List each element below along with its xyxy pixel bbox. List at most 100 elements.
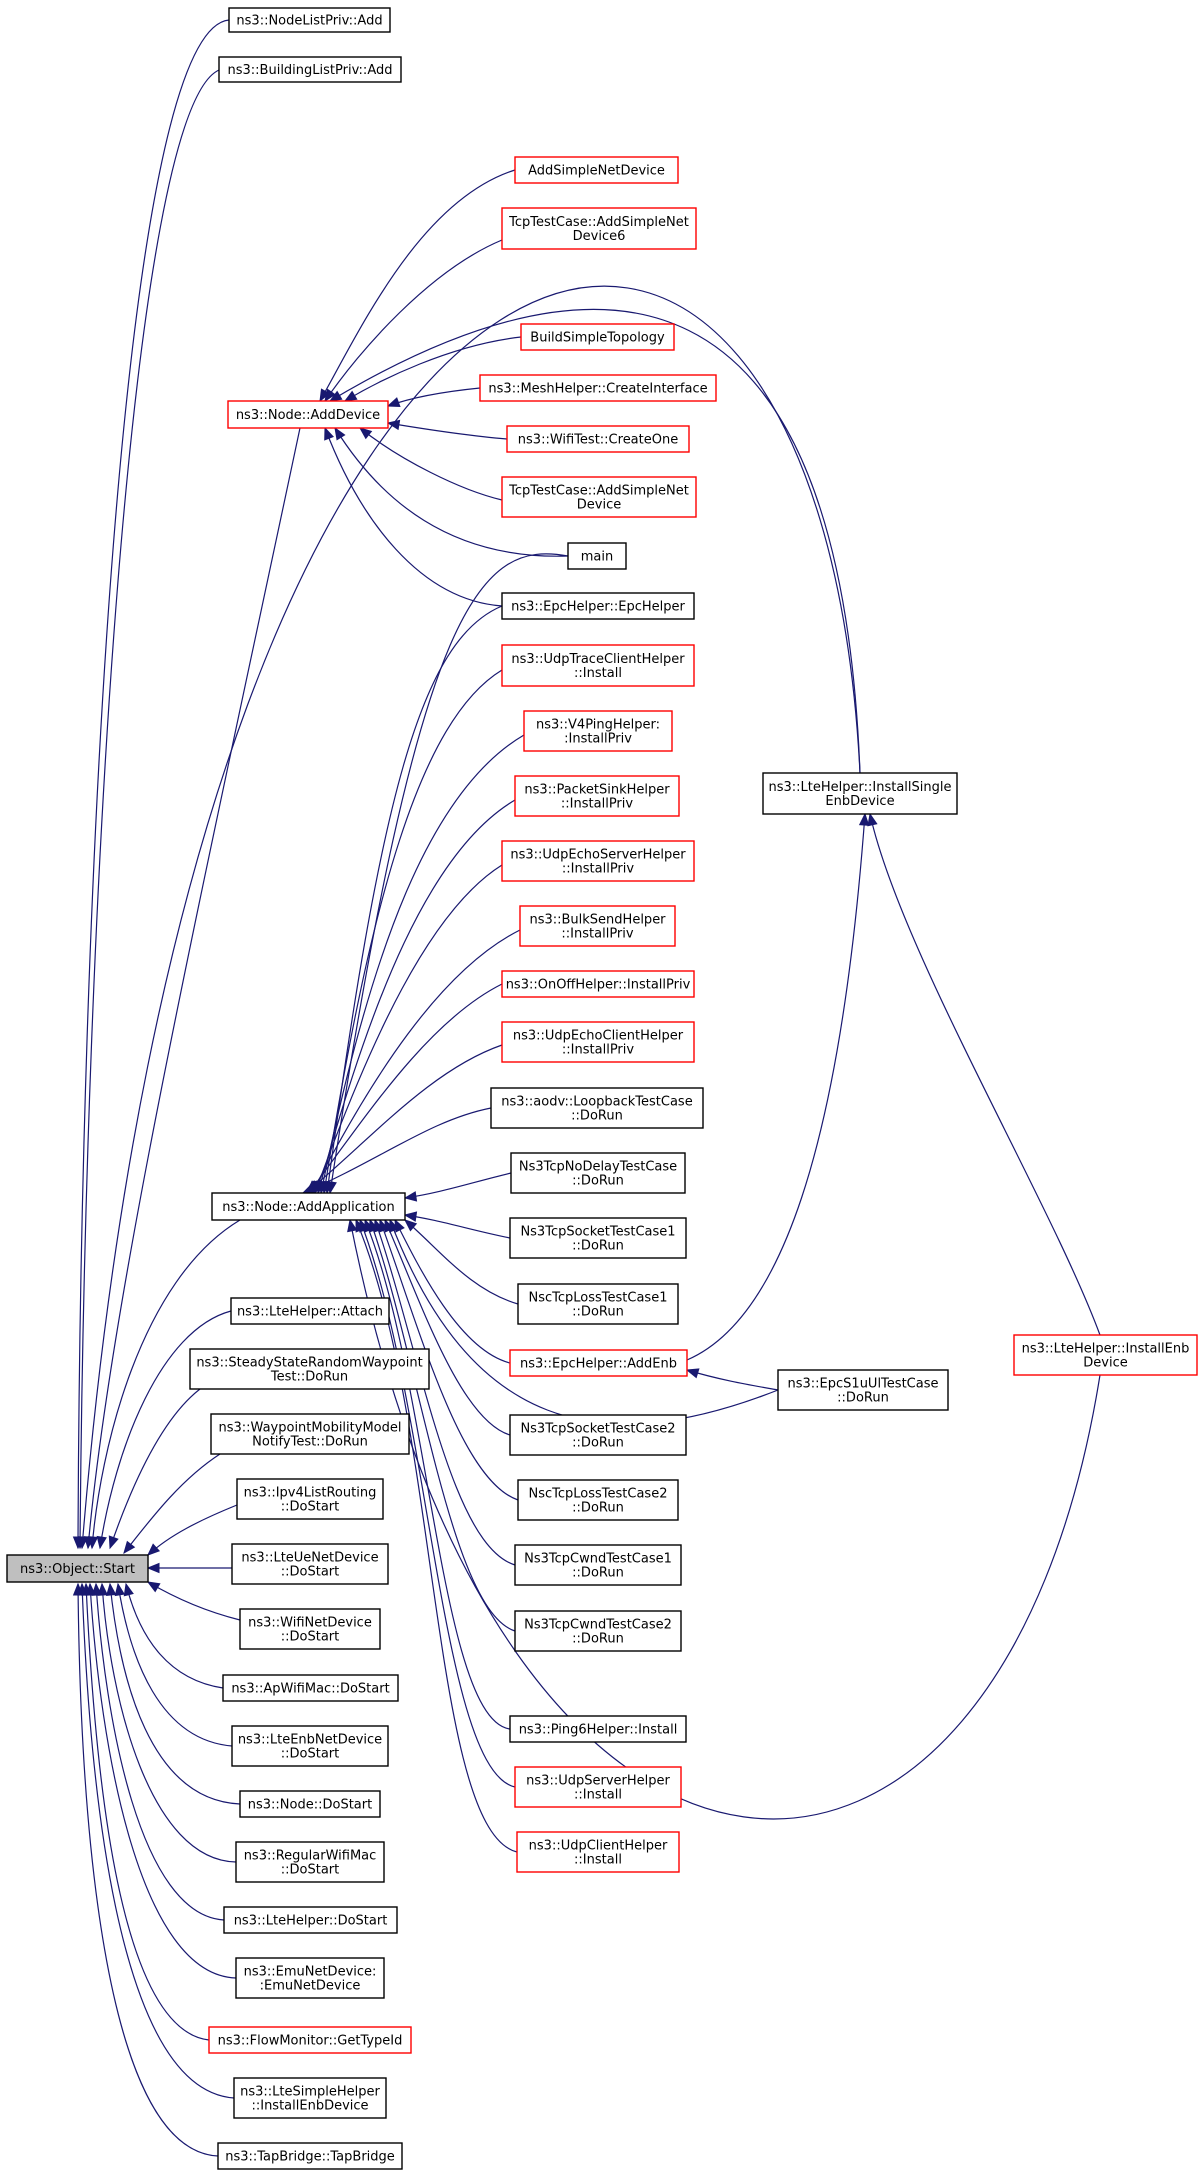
- node-box[interactable]: [501, 476, 697, 518]
- node-box[interactable]: [189, 1348, 430, 1390]
- graph-node-node_dostart[interactable]: ns3::Node::DoStart: [239, 1790, 381, 1818]
- graph-node-ns3tcpcwnd1[interactable]: Ns3TcpCwndTestCase1::DoRun: [514, 1544, 682, 1586]
- node-box[interactable]: [509, 1414, 687, 1456]
- node-box[interactable]: [501, 970, 695, 998]
- node-box[interactable]: [227, 400, 389, 429]
- node-box[interactable]: [222, 1674, 399, 1702]
- node-box[interactable]: [517, 1283, 679, 1325]
- graph-node-packetsink_installpriv[interactable]: ns3::PacketSinkHelper::InstallPriv: [514, 775, 680, 817]
- node-box[interactable]: [514, 1610, 682, 1652]
- node-box[interactable]: [217, 2142, 403, 2170]
- node-box[interactable]: [523, 710, 673, 752]
- graph-node-lteenbnet[interactable]: ns3::LteEnbNetDevice::DoStart: [231, 1725, 389, 1767]
- node-box[interactable]: [777, 1369, 949, 1411]
- node-box[interactable]: [501, 592, 695, 620]
- node-box[interactable]: [501, 207, 697, 250]
- node-box[interactable]: [510, 1152, 686, 1194]
- node-box[interactable]: [501, 1021, 695, 1063]
- node-box[interactable]: [509, 1217, 687, 1259]
- node-box[interactable]: [235, 1841, 385, 1883]
- graph-node-lte_attach[interactable]: ns3::LteHelper::Attach: [230, 1297, 390, 1325]
- graph-node-udpechoclient_installpriv[interactable]: ns3::UdpEchoClientHelper::InstallPriv: [501, 1021, 695, 1063]
- node-box[interactable]: [218, 56, 402, 83]
- node-box[interactable]: [506, 425, 690, 453]
- graph-node-udpclient_install[interactable]: ns3::UdpClientHelper::Install: [516, 1831, 680, 1873]
- graph-node-regularwifimac[interactable]: ns3::RegularWifiMac::DoStart: [235, 1841, 385, 1883]
- graph-node-ltehelper_dostart[interactable]: ns3::LteHelper::DoStart: [223, 1906, 398, 1934]
- node-box[interactable]: [490, 1087, 704, 1129]
- graph-node-epcs1u[interactable]: ns3::EpcS1uUlTestCase::DoRun: [777, 1369, 949, 1411]
- node-box[interactable]: [509, 1349, 688, 1377]
- node-box[interactable]: [479, 374, 717, 402]
- graph-node-addsimplenetdevice[interactable]: AddSimpleNetDevice: [514, 156, 679, 184]
- graph-node-udpechoserver_installpriv[interactable]: ns3::UdpEchoServerHelper::InstallPriv: [501, 840, 695, 882]
- node-box[interactable]: [517, 1479, 679, 1521]
- graph-node-node_addapplication[interactable]: ns3::Node::AddApplication: [211, 1192, 406, 1221]
- node-box[interactable]: [501, 644, 695, 687]
- node-box[interactable]: [228, 7, 391, 33]
- graph-node-epchelper_epchelper[interactable]: ns3::EpcHelper::EpcHelper: [501, 592, 695, 620]
- node-box[interactable]: [514, 1544, 682, 1586]
- node-box[interactable]: [6, 1554, 149, 1583]
- graph-node-nodelistpriv_add[interactable]: ns3::NodeListPriv::Add: [228, 7, 391, 33]
- graph-node-tapbridge[interactable]: ns3::TapBridge::TapBridge: [217, 2142, 403, 2170]
- graph-node-bulksend_installpriv[interactable]: ns3::BulkSendHelper::InstallPriv: [519, 905, 676, 947]
- node-box[interactable]: [520, 323, 675, 351]
- node-box[interactable]: [239, 1608, 381, 1650]
- graph-node-ns3tcpcwnd2[interactable]: Ns3TcpCwndTestCase2::DoRun: [514, 1610, 682, 1652]
- graph-node-wifitest_createone[interactable]: ns3::WifiTest::CreateOne: [506, 425, 690, 453]
- node-box[interactable]: [509, 1715, 687, 1743]
- graph-node-aodv_loopback[interactable]: ns3::aodv::LoopbackTestCase::DoRun: [490, 1087, 704, 1129]
- node-box[interactable]: [514, 775, 680, 817]
- node-box[interactable]: [1013, 1334, 1198, 1376]
- node-box[interactable]: [236, 1478, 384, 1520]
- node-box[interactable]: [208, 2026, 412, 2054]
- node-box[interactable]: [567, 542, 627, 570]
- graph-node-ping6_install[interactable]: ns3::Ping6Helper::Install: [509, 1715, 687, 1743]
- graph-node-ns3tcpsocket1[interactable]: Ns3TcpSocketTestCase1::DoRun: [509, 1217, 687, 1259]
- graph-node-meshhelper_createinterface[interactable]: ns3::MeshHelper::CreateInterface: [479, 374, 717, 402]
- graph-node-nsctcploss2[interactable]: NscTcpLossTestCase2::DoRun: [517, 1479, 679, 1521]
- node-box[interactable]: [516, 1831, 680, 1873]
- node-box[interactable]: [223, 1906, 398, 1934]
- graph-node-node_adddevice[interactable]: ns3::Node::AddDevice: [227, 400, 389, 429]
- node-box[interactable]: [514, 156, 679, 184]
- graph-node-ns3tcpsocket2[interactable]: Ns3TcpSocketTestCase2::DoRun: [509, 1414, 687, 1456]
- node-box[interactable]: [239, 1790, 381, 1818]
- graph-node-tcptest_addsimple[interactable]: TcpTestCase::AddSimpleNetDevice: [501, 476, 697, 518]
- graph-node-lte_installenb[interactable]: ns3::LteHelper::InstallEnbDevice: [1013, 1334, 1198, 1376]
- node-box[interactable]: [514, 1766, 682, 1808]
- graph-node-udptraceclient_install[interactable]: ns3::UdpTraceClientHelper::Install: [501, 644, 695, 687]
- graph-node-apwifimac[interactable]: ns3::ApWifiMac::DoStart: [222, 1674, 399, 1702]
- node-box[interactable]: [501, 840, 695, 882]
- graph-node-buildsimpletopology[interactable]: BuildSimpleTopology: [520, 323, 675, 351]
- graph-node-ns3tcpnodelay[interactable]: Ns3TcpNoDelayTestCase::DoRun: [510, 1152, 686, 1194]
- graph-node-ltesimple[interactable]: ns3::LteSimpleHelper::InstallEnbDevice: [233, 2077, 387, 2119]
- graph-node-waypoint[interactable]: ns3::WaypointMobilityModelNotifyTest::Do…: [210, 1413, 410, 1455]
- graph-node-nsctcploss1[interactable]: NscTcpLossTestCase1::DoRun: [517, 1283, 679, 1325]
- node-box[interactable]: [231, 1543, 389, 1585]
- graph-node-udpserver_install[interactable]: ns3::UdpServerHelper::Install: [514, 1766, 682, 1808]
- node-box[interactable]: [210, 1413, 410, 1455]
- node-box[interactable]: [230, 1297, 390, 1325]
- graph-node-onoff_installpriv[interactable]: ns3::OnOffHelper::InstallPriv: [501, 970, 695, 998]
- graph-node-emunet[interactable]: ns3::EmuNetDevice::EmuNetDevice: [235, 1957, 385, 1999]
- node-box[interactable]: [762, 772, 958, 815]
- graph-node-epchelper_addenb[interactable]: ns3::EpcHelper::AddEnb: [509, 1349, 688, 1377]
- graph-node-flowmonitor[interactable]: ns3::FlowMonitor::GetTypeId: [208, 2026, 412, 2054]
- graph-node-main[interactable]: main: [567, 542, 627, 570]
- node-box[interactable]: [211, 1192, 406, 1221]
- graph-node-buildinglistpriv_add[interactable]: ns3::BuildingListPriv::Add: [218, 56, 402, 83]
- graph-node-ipv4list[interactable]: ns3::Ipv4ListRouting::DoStart: [236, 1478, 384, 1520]
- graph-node-wifinet[interactable]: ns3::WifiNetDevice::DoStart: [239, 1608, 381, 1650]
- graph-node-steadystate[interactable]: ns3::SteadyStateRandomWaypointTest::DoRu…: [189, 1348, 430, 1390]
- graph-node-start[interactable]: ns3::Object::Start: [6, 1554, 149, 1583]
- node-box[interactable]: [231, 1725, 389, 1767]
- node-box[interactable]: [519, 905, 676, 947]
- node-box[interactable]: [235, 1957, 385, 1999]
- graph-node-lteuenet[interactable]: ns3::LteUeNetDevice::DoStart: [231, 1543, 389, 1585]
- node-box[interactable]: [233, 2077, 387, 2119]
- graph-node-v4ping_installpriv[interactable]: ns3::V4PingHelper::InstallPriv: [523, 710, 673, 752]
